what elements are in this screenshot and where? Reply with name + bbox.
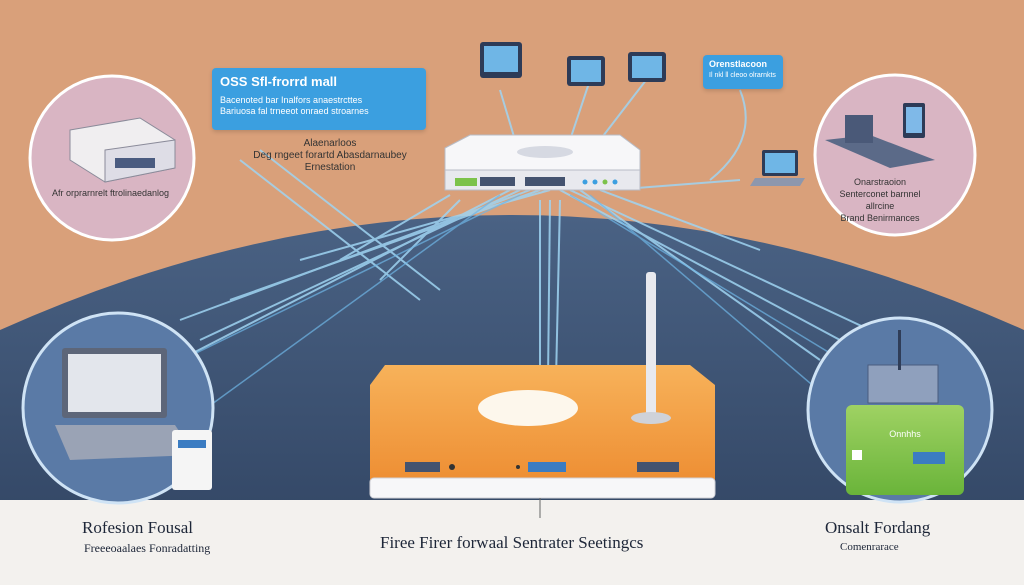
- server-icon: [846, 330, 964, 495]
- storage-device-icon: [69, 117, 176, 183]
- server-screen-label: Onnhhs: [889, 429, 921, 439]
- callout-top-left: OSS Sfl-frorrd mall Bacenoted bar Inalfo…: [212, 68, 426, 130]
- label-line: Deg rngeet forartd Abasdarnaubey Ernesta…: [253, 150, 407, 173]
- bottom-left-subtitle: Freeeoaalaes Fonradatting: [84, 541, 211, 555]
- label-line: Onarstraoion: [853, 177, 907, 187]
- desktop-computer-icon: [55, 348, 212, 490]
- bottom-left-title: Rofesion Fousal: [82, 518, 193, 537]
- callout-top-right: Orenstlacoon Il nkl ll cleoo olrarnkts: [703, 55, 783, 89]
- bottom-center-title: Firee Firer forwaal Sentrater Seetingcs: [380, 533, 644, 552]
- callout-line: Bariuosa fal trneeot onraed stroarnes: [220, 106, 369, 116]
- label-line: Brand Benirmances: [840, 213, 920, 223]
- right-device-label: Onarstraoion Senterconet barnnel allrcin…: [830, 176, 930, 224]
- label-line: Senterconet barnnel allrcine: [839, 189, 921, 211]
- callout-title: OSS Sfl-frorrd mall: [220, 74, 338, 89]
- mid-left-label: Alaenarloos Deg rngeet forartd Abasdarna…: [230, 138, 430, 174]
- top-monitor-icons: [480, 42, 805, 186]
- firewall-router-icon: [369, 272, 716, 518]
- left-device-label: Afr orprarnrelt ftrolinaedanlog: [52, 188, 170, 198]
- callout-line: Il nkl ll cleoo olrarnkts: [709, 72, 776, 79]
- label-line: Alaenarloos: [303, 138, 357, 149]
- bottom-right-subtitle: Comenrarace: [840, 541, 899, 553]
- bottom-band: [0, 500, 1024, 585]
- top-router-icon: [444, 134, 641, 191]
- bottom-right-title: Onsalt Fordang: [825, 518, 931, 537]
- callout-line: Bacenoted bar Inalfors anaestrcttes: [220, 95, 363, 105]
- callout-title: Orenstlacoon: [709, 59, 768, 69]
- workstation-icon: [825, 103, 935, 168]
